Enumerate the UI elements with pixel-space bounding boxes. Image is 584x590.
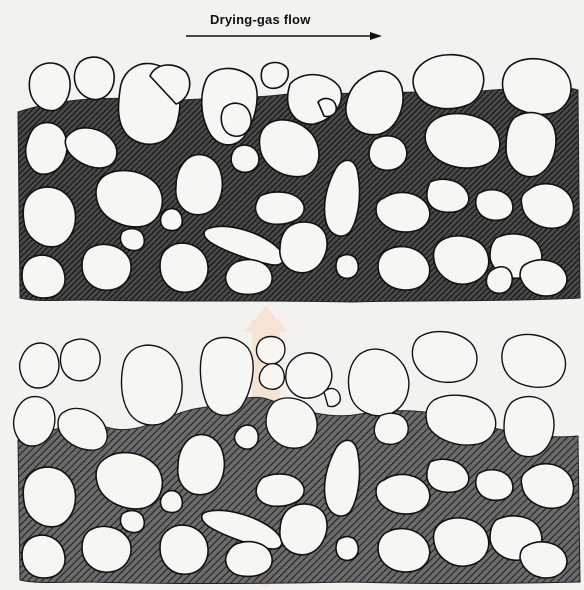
upper-bed [18,55,580,302]
lower-dry-particles [14,332,566,457]
lower-bed [14,332,580,584]
flow-arrow-icon [186,32,382,40]
